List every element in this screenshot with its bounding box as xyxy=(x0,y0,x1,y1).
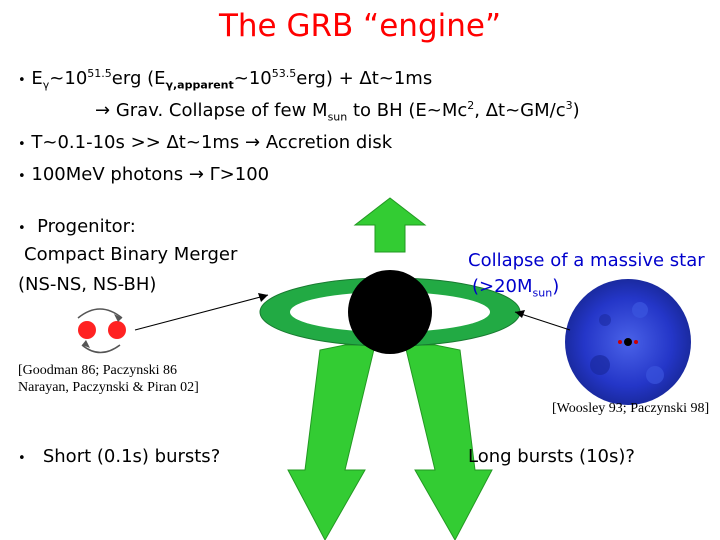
right-reference: [Woosley 93; Paczynski 98] xyxy=(552,401,710,416)
bullet-dot: • xyxy=(18,451,26,466)
progenitor-label: Progenitor: xyxy=(37,216,136,237)
text-t2: to BH (E~Mc xyxy=(347,100,468,121)
left-line1: Compact Binary Merger xyxy=(24,244,238,265)
sub-sun: sun xyxy=(327,110,348,124)
text-t1: Grav. Collapse of few M xyxy=(110,100,328,121)
text-t4: ) xyxy=(572,100,580,121)
text-t1: 100MeV photons xyxy=(31,164,189,185)
bullet-dot: • xyxy=(18,169,26,184)
short-bursts-label: Short (0.1s) bursts? xyxy=(42,446,221,467)
sub-sun: sun xyxy=(532,286,553,300)
exp-1: 51.5 xyxy=(87,67,112,80)
text-t4: erg) + Δt~1ms xyxy=(296,68,433,89)
text-t2: Γ>100 xyxy=(203,164,270,185)
long-bursts: Long bursts (10s)? xyxy=(468,446,635,467)
bullet-photons: • 100MeV photons → Γ>100 xyxy=(18,164,269,185)
bullet-dot: • xyxy=(18,137,26,152)
bullet-energy: • Eγ~1051.5erg (Eγ,apparent~1053.5erg) +… xyxy=(18,67,433,92)
text-t2: erg (E xyxy=(111,68,166,89)
left-line2: (NS-NS, NS-BH) xyxy=(18,274,157,295)
arrow-icon: → xyxy=(188,164,204,185)
text-a: (>20M xyxy=(472,276,533,297)
arrow-icon: → xyxy=(245,132,261,153)
pointer-right xyxy=(514,311,571,331)
right-line2: (>20Msun) xyxy=(472,276,560,300)
bullet-collapse: → Grav. Collapse of few Msun to BH (E~Mc… xyxy=(95,99,580,124)
sub-gamma: γ xyxy=(42,78,50,92)
bullet-dot: • xyxy=(18,73,26,88)
short-bursts: • Short (0.1s) bursts? xyxy=(18,446,220,467)
text-t2: Accretion disk xyxy=(260,132,393,153)
sub-apparent: γ,apparent xyxy=(165,78,234,92)
left-reference: [Goodman 86; Paczynski 86 Narayan, Paczy… xyxy=(18,363,199,395)
jet-left-arm xyxy=(287,344,376,540)
exp-3: 53.5 xyxy=(271,67,297,80)
jet-arrow-up-icon xyxy=(353,197,427,253)
text-t3: ~10 xyxy=(233,68,272,89)
binary-merger-icon xyxy=(77,308,126,354)
text-b: ) xyxy=(552,276,560,297)
progenitor-heading: • Progenitor: xyxy=(18,216,136,237)
right-line1: Collapse of a massive star xyxy=(468,250,705,271)
sup-2: 2 xyxy=(467,99,475,112)
pointer-left xyxy=(134,294,269,331)
sup-3: 3 xyxy=(565,99,573,112)
text-t1: T~0.1-10s >> Δt~1ms xyxy=(31,132,246,153)
text-e: E xyxy=(31,68,43,89)
jet-right-arm xyxy=(404,344,493,540)
bullet-dot: • xyxy=(18,221,26,236)
slide-title: The GRB “engine” xyxy=(218,8,502,44)
bullet-timescale: • T~0.1-10s >> Δt~1ms → Accretion disk xyxy=(18,132,392,153)
text-t3: , Δt~GM/c xyxy=(474,100,566,121)
massive-star-icon xyxy=(565,279,691,405)
black-hole-icon xyxy=(348,270,432,354)
arrow-icon: → xyxy=(95,100,111,121)
text-t1: ~10 xyxy=(49,68,88,89)
